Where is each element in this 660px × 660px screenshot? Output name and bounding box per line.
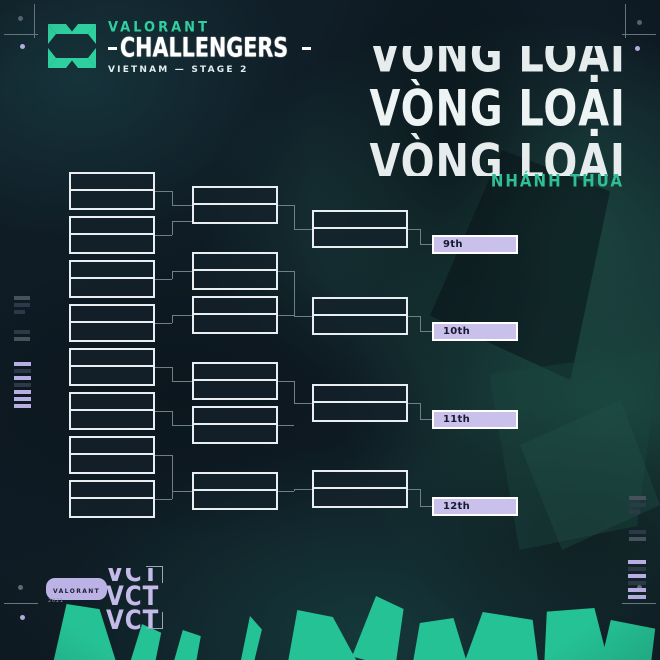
vignette-overlay bbox=[0, 0, 660, 660]
bracket-poster: VALORANT CHALLENGERS VIETNAM — STAGE 2 V… bbox=[0, 0, 660, 660]
